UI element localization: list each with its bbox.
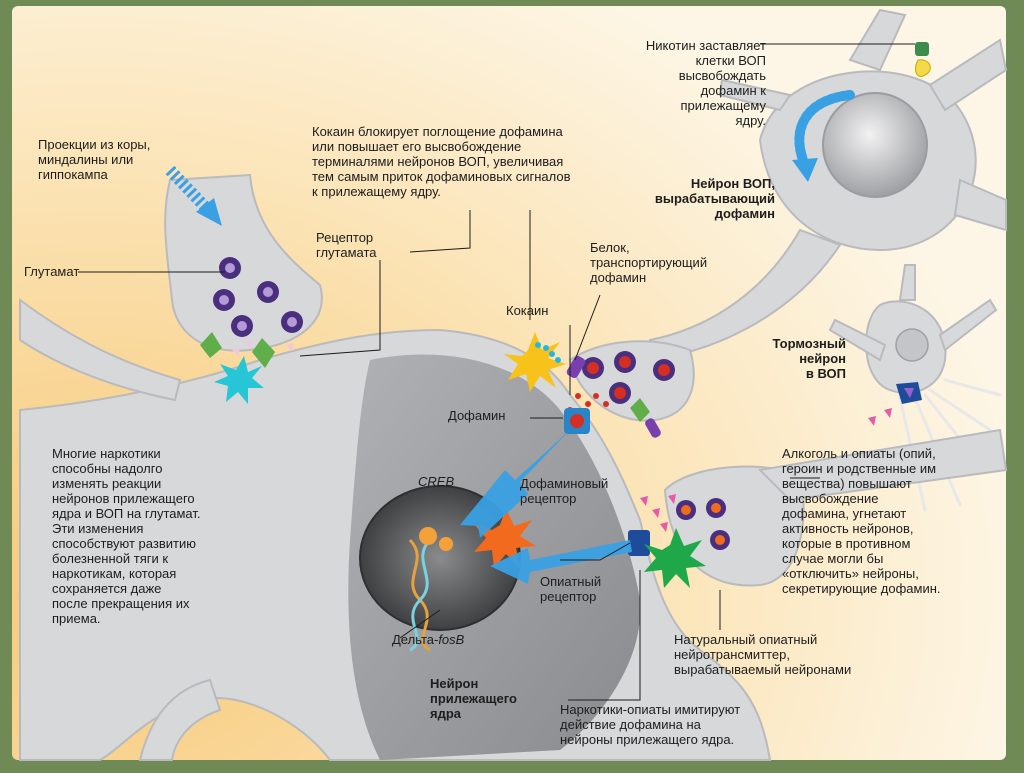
label-cortex-projections: Проекции из коры, миндалины или гиппокам… — [38, 137, 151, 182]
label-opiate-drugs: Наркотики-опиаты имитируют действие дофа… — [560, 702, 741, 747]
nicotinic-receptor — [915, 42, 931, 77]
inhibitory-nucleus — [895, 328, 929, 362]
label-dopamine-receptor: Дофаминовый рецептор — [520, 476, 609, 506]
label-cocaine: Кокаин — [506, 303, 549, 318]
cyan-burst — [214, 356, 264, 404]
dopamine-transporter — [566, 355, 661, 438]
dopamine-receptor-ligand — [570, 414, 584, 428]
label-dopamine-transporter: Белок, транспортирующий дофамин — [590, 240, 708, 285]
nicotine-arrow — [794, 90, 855, 170]
glutamate-vesicles — [213, 257, 303, 337]
label-dopamine: Дофамин — [448, 408, 506, 423]
leader-lines — [78, 43, 915, 701]
label-creb: CREB — [418, 474, 455, 489]
label-drugs-glutamate: Многие наркотики способны надолго изменя… — [52, 446, 201, 626]
label-glutamate: Глутамат — [24, 264, 80, 279]
label-cocaine-effect: Кокаин блокирует поглощение дофамина или… — [312, 124, 571, 199]
orange-burst — [474, 508, 536, 568]
glutamate-receptors — [200, 332, 650, 422]
label-delta-fosb-gene: fosB — [438, 632, 465, 647]
label-delta-fosb: Дельта-fosB — [392, 632, 532, 647]
glutamate-molecules — [232, 340, 294, 356]
label-inhibitory-neuron: Тормозный нейрон в ВОП — [772, 336, 846, 381]
cocaine-molecules — [535, 342, 561, 363]
creb-protein — [419, 527, 437, 545]
cortex-arrow-head — [196, 198, 222, 226]
dna-helix — [408, 538, 432, 652]
label-alcohol-opiates: Алкоголь и опиаты (опий, героин и родств… — [782, 446, 941, 596]
label-natural-opiate: Натуральный опиатный нейротрансмиттер, в… — [674, 632, 852, 677]
opiate-molecules — [640, 408, 892, 532]
opiate-receptor — [628, 530, 650, 556]
nicotine-arrow-head — [792, 158, 818, 182]
dopamine-vesicles — [582, 351, 675, 404]
label-opiate-receptor: Опиатный рецептор — [540, 574, 602, 604]
vta-dopamine-neuron — [643, 8, 1008, 362]
label-glutamate-receptor: Рецептор глутамата — [316, 230, 377, 260]
inhibitory-receptor-inner — [904, 388, 914, 398]
opiate-vesicles — [676, 498, 730, 550]
cocaine-burst — [504, 332, 566, 392]
opiate-terminal — [663, 428, 1008, 587]
glutamate-axon — [164, 173, 323, 352]
label-vta-neuron: Нейрон ВОП, вырабатывающий дофамин — [654, 176, 775, 221]
label-nicotine: Никотин заставляет клетки ВОП высвобожда… — [645, 38, 766, 128]
label-nac-neuron: Нейрон прилежащего ядра — [430, 676, 517, 721]
vta-nucleus — [822, 92, 928, 198]
green-burst — [644, 528, 706, 588]
signal-arrows — [460, 430, 632, 584]
label-delta-fosb-prefix: Дельта- — [392, 632, 439, 647]
creb-protein-2 — [439, 537, 453, 551]
